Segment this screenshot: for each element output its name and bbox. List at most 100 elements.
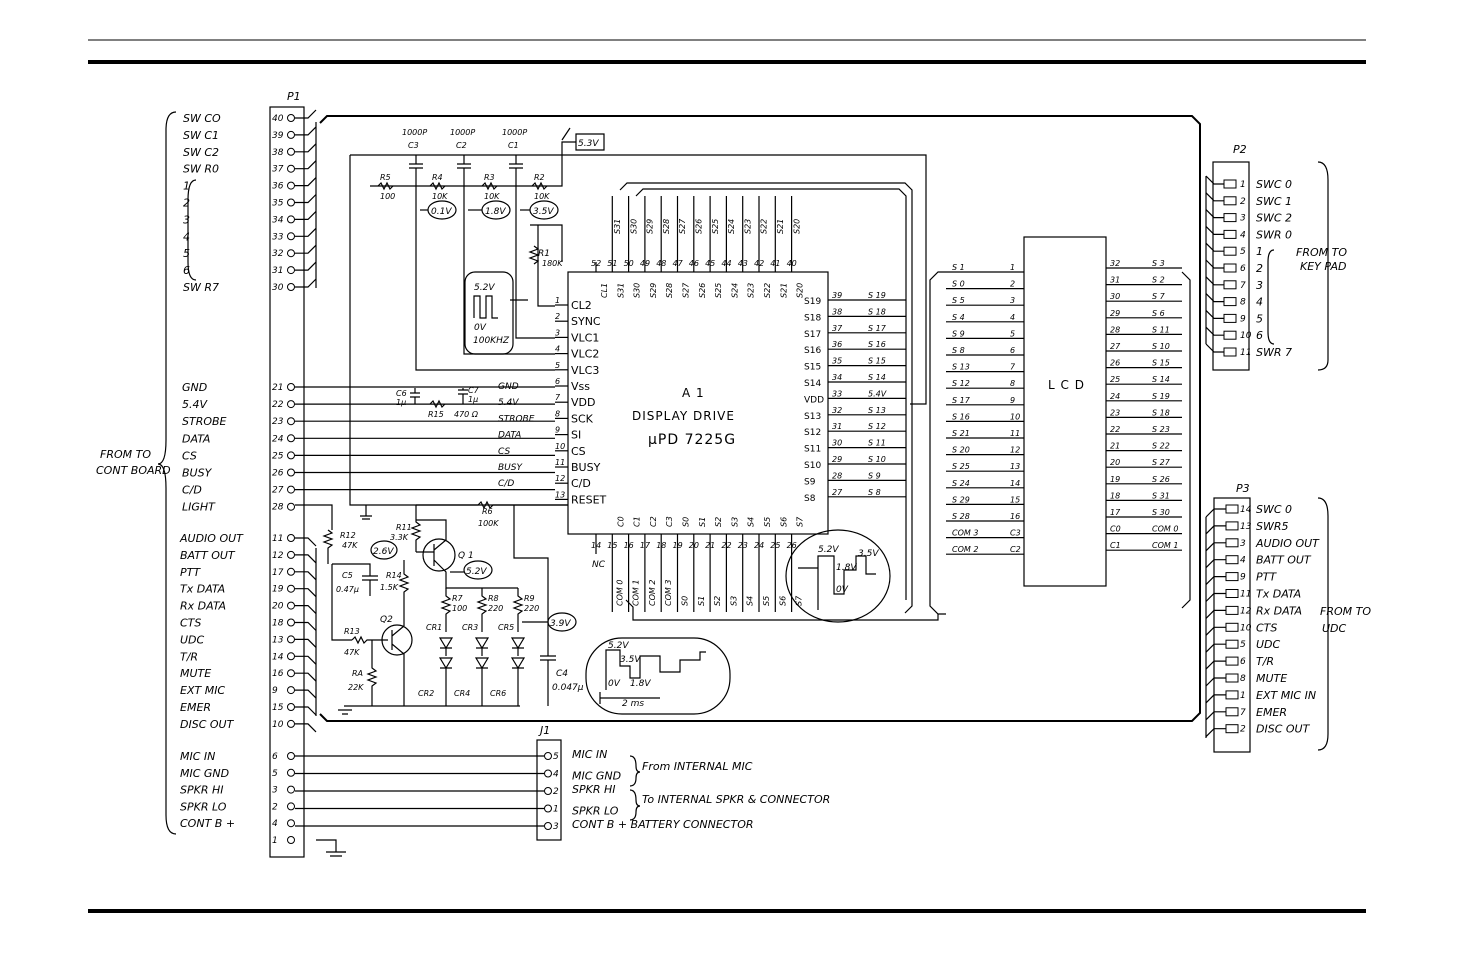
lcd-right-net: S 15 <box>1152 359 1170 368</box>
p1-sw-wire <box>295 126 317 136</box>
c6-c7-r15: C6 1μ C7 1μ R15 470 Ω <box>396 386 480 419</box>
clock-waveform: 5.2V 0V 100KHZ <box>464 271 528 355</box>
p1-udc-num: 18 <box>272 619 284 629</box>
lcd-left-num: 8 <box>1010 379 1015 388</box>
p2-pin <box>1223 196 1237 206</box>
lcd-right-num: 22 <box>1110 425 1120 434</box>
p1-ctrl-label: GND <box>182 381 207 394</box>
p1-udc-label: EMER <box>180 701 211 714</box>
a1-top-net: S30 <box>629 219 638 234</box>
svg-text:470 Ω: 470 Ω <box>454 410 479 419</box>
p2-wire <box>1205 309 1224 319</box>
j1-pin <box>544 787 552 795</box>
p1-mic-num: 2 <box>272 802 278 812</box>
a1-left-name: Vss <box>571 380 590 393</box>
svg-text:100KHZ: 100KHZ <box>473 336 510 346</box>
svg-text:2.6V: 2.6V <box>373 547 394 557</box>
p3-wire <box>1205 660 1226 670</box>
p1-ctrl-num: 25 <box>272 451 284 461</box>
a1-top-inner: S30 <box>633 283 642 298</box>
lcd-right-num: 23 <box>1110 408 1120 417</box>
lcd-left-num: 12 <box>1010 446 1020 455</box>
p1-sw-pin <box>287 181 295 190</box>
lcd-right-net: S 2 <box>1152 276 1165 285</box>
p1-sw-wire <box>295 227 317 237</box>
a1-right-num: 27 <box>832 488 843 497</box>
res-val: 10K <box>432 192 448 201</box>
p3-num: 11 <box>1240 590 1251 600</box>
a1-bottom-inner: S7 <box>796 516 805 527</box>
p3-pin <box>1225 521 1239 531</box>
a1-right-num: 37 <box>832 324 843 333</box>
p2-from-2: KEY PAD <box>1300 260 1346 273</box>
p1-sw-pin <box>287 114 295 122</box>
p1-ctrl-num: 24 <box>272 434 284 444</box>
p3-pin <box>1225 555 1239 565</box>
lcd-right-num: 18 <box>1110 491 1120 500</box>
svg-text:C6: C6 <box>396 389 407 398</box>
p1-ctrl-pin <box>287 485 295 494</box>
a1-nc: NC <box>592 560 606 570</box>
lcd-right-num: 27 <box>1110 342 1121 351</box>
p1-sw-num: 34 <box>272 215 284 225</box>
lcd-left-net: COM 3 <box>952 529 978 538</box>
p2-wire <box>1205 326 1224 336</box>
cap-val: 1000P <box>450 128 475 137</box>
p3-pin <box>1225 673 1239 683</box>
p3-num: 3 <box>1240 539 1246 549</box>
svg-text:5.2V: 5.2V <box>818 545 839 555</box>
p1-sw-num: 39 <box>272 131 284 141</box>
a1-right-net: S 14 <box>868 373 886 382</box>
p2-brace <box>1317 161 1329 371</box>
svg-text:R6: R6 <box>482 507 493 516</box>
p1-udc-wire <box>295 655 317 665</box>
svg-text:0.047μ: 0.047μ <box>552 683 584 693</box>
p2-num: 3 <box>1240 214 1246 224</box>
a1-right-name: S11 <box>804 445 821 455</box>
p1-mic-pin <box>287 836 295 844</box>
a1-right-net: 5.4V <box>868 389 887 398</box>
svg-text:R13: R13 <box>344 627 360 636</box>
p1-udc-num: 14 <box>272 652 284 662</box>
lcd-right-net: S 27 <box>1152 458 1171 467</box>
p1-udc-wire <box>295 706 317 716</box>
a1-right-num: 32 <box>832 406 842 415</box>
p1-udc-pin <box>287 618 295 627</box>
p3-label: BATT OUT <box>1256 554 1312 567</box>
a1-right-name: S19 <box>804 297 821 307</box>
a1-left-net: 5.4V <box>498 398 519 408</box>
a1-top-net: S20 <box>792 219 801 234</box>
p3-num: 5 <box>1240 640 1246 650</box>
a1-left-name: VDD <box>571 396 595 409</box>
a1-right-num: 34 <box>832 373 842 382</box>
a1-left-name: CL2 <box>571 299 592 312</box>
p3-title: P3 <box>1236 482 1250 495</box>
p1-udc-label: AUDIO OUT <box>179 532 244 545</box>
p1-sw-brace <box>187 179 197 281</box>
p1-sw-label: SW C2 <box>183 146 219 159</box>
p1-udc-pin <box>287 719 295 728</box>
p3-body <box>1213 497 1251 753</box>
led-top-ref: CR5 <box>498 623 514 632</box>
p1-sw-label: 5 <box>183 247 190 260</box>
p2-num: 4 <box>1240 230 1246 240</box>
p1-sw-wire <box>295 278 317 288</box>
p1-sw-num: 35 <box>272 199 284 209</box>
p3-from-2: UDC <box>1322 622 1347 635</box>
p2-num: 10 <box>1240 331 1252 341</box>
a1-top-inner: S29 <box>649 283 658 298</box>
p1-mic-num: 6 <box>272 752 278 762</box>
a1-left-num: 7 <box>555 393 561 402</box>
p3-wire <box>1205 542 1226 552</box>
a1-right-num: 38 <box>832 307 842 316</box>
p1-udc-wire <box>295 605 317 615</box>
p3-wire <box>1205 525 1226 535</box>
a1-right-net: S 15 <box>868 357 886 366</box>
p1-mic-pin <box>287 785 295 794</box>
a1-top-net: S23 <box>743 219 752 234</box>
a1-bottom-inner: C3 <box>665 516 674 527</box>
res-symbol <box>377 181 394 191</box>
p1-ctrl-pin <box>287 417 295 426</box>
p3-label: SWR5 <box>1256 520 1289 533</box>
